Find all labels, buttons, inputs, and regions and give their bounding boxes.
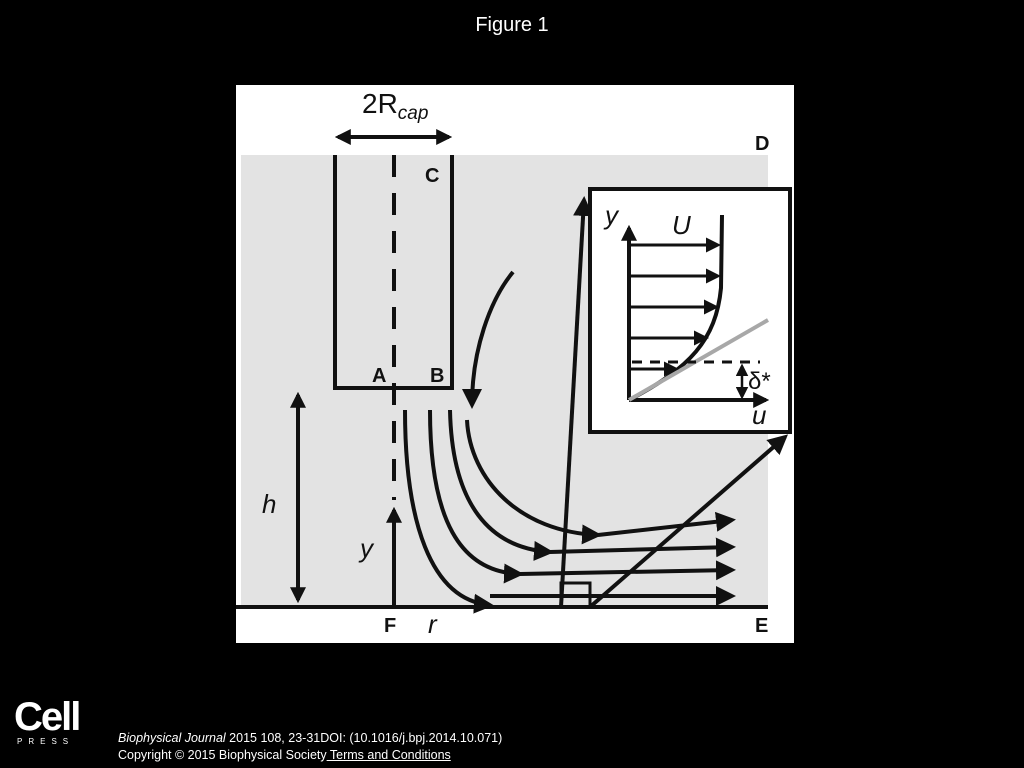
point-label-f: F	[384, 615, 396, 637]
copyright-line: Copyright © 2015 Biophysical Society Ter…	[118, 747, 502, 764]
zoom-line-left	[559, 196, 594, 608]
figure-title: Figure 1	[475, 14, 549, 36]
copyright-text: Copyright © 2015 Biophysical Society	[118, 748, 327, 762]
zoom-line-right	[588, 434, 789, 609]
boundary-layer-inset: y U u δ*	[588, 187, 792, 434]
citation-details: 2015 108, 23-31DOI: (10.1016/j.bpj.2014.…	[225, 731, 503, 745]
cell-press-logo: Cell PRESS	[14, 695, 86, 746]
point-label-b: B	[430, 365, 444, 387]
point-label-a: A	[372, 365, 386, 387]
flow-arrow-1	[597, 511, 736, 537]
logo-word: Cell	[14, 695, 81, 739]
citation-block: Biophysical Journal 2015 108, 23-31DOI: …	[118, 730, 502, 764]
point-label-c: C	[425, 165, 439, 187]
logo-sub: PRESS	[17, 737, 75, 746]
svg-text:U: U	[672, 210, 691, 240]
citation-line: Biophysical Journal 2015 108, 23-31DOI: …	[118, 730, 502, 747]
y-axis-label: y	[358, 533, 375, 563]
svg-text:δ*: δ*	[748, 368, 771, 395]
streamlines	[403, 270, 736, 614]
point-label-e: E	[755, 615, 768, 637]
streamline-outer-inflow	[462, 270, 515, 409]
journal-name: Biophysical Journal	[118, 731, 226, 745]
flow-arrow-2	[549, 537, 736, 558]
streamline-1	[403, 409, 494, 614]
streamline-4	[465, 419, 602, 545]
svg-text:y: y	[603, 200, 620, 230]
point-label-d: D	[755, 133, 769, 155]
capillary-width-label: 2Rcap	[362, 88, 428, 124]
r-axis-label: r	[428, 609, 438, 639]
svg-text:u: u	[752, 400, 766, 430]
terms-link[interactable]: Terms and Conditions	[326, 748, 451, 762]
streamline-2	[428, 409, 524, 584]
height-label: h	[262, 489, 276, 519]
flow-arrow-3	[519, 560, 736, 581]
streamline-3	[448, 409, 554, 561]
